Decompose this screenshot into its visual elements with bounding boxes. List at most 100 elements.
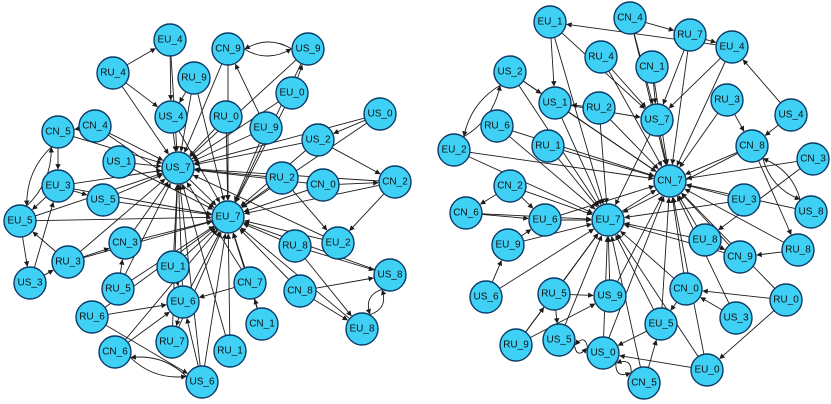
right-node-EU_1[interactable]: EU_1 [533,5,567,39]
right-edge-US_9-to-EU_7 [605,236,612,281]
right-node-CN_6[interactable]: CN_6 [449,196,483,230]
right-node-label-CN_5: CN_5 [631,378,657,389]
right-node-label-CN_3: CN_3 [800,154,826,165]
right-node-CN_3[interactable]: CN_3 [796,142,830,176]
right-node-CN_8[interactable]: CN_8 [735,129,769,163]
left-node-EU_7[interactable]: EU_7 [211,200,245,234]
right-node-RU_5[interactable]: RU_5 [537,277,571,311]
left-node-circle-US_8 [373,258,407,292]
left-node-RU_2[interactable]: RU_2 [265,161,299,195]
left-node-CN_4[interactable]: CN_4 [78,109,112,143]
right-node-EU_3[interactable]: EU_3 [727,183,761,217]
left-node-CN_6[interactable]: CN_6 [98,335,132,369]
left-node-CN_0[interactable]: CN_0 [306,168,340,202]
right-node-US_0[interactable]: US_0 [586,336,620,370]
left-node-EU_1[interactable]: EU_1 [156,250,190,284]
right-node-RU_4[interactable]: RU_4 [584,40,618,74]
right-node-EU_4[interactable]: EU_4 [715,30,749,64]
left-node-CN_3[interactable]: CN_3 [108,226,142,260]
left-node-EU_3[interactable]: EU_3 [41,169,75,203]
left-node-RU_4[interactable]: RU_4 [96,56,130,90]
right-node-EU_2[interactable]: EU_2 [437,133,471,167]
left-node-RU_8[interactable]: RU_8 [278,229,312,263]
left-node-RU_9[interactable]: RU_9 [177,61,211,95]
right-node-US_4[interactable]: US_4 [774,98,808,132]
right-node-EU_7[interactable]: EU_7 [591,203,625,237]
left-node-RU_5[interactable]: RU_5 [101,272,135,306]
left-node-RU_0[interactable]: RU_0 [209,100,243,134]
left-node-CN_5[interactable]: CN_5 [41,115,75,149]
right-node-EU_0[interactable]: EU_0 [690,353,724,387]
left-node-CN_8[interactable]: CN_8 [283,274,317,308]
right-node-CN_0[interactable]: CN_0 [669,272,703,306]
left-node-label-RU_9: RU_9 [181,73,207,84]
right-node-RU_2[interactable]: RU_2 [582,91,616,125]
left-edge-US_5-to-US_7 [117,174,163,195]
right-node-RU_8[interactable]: RU_8 [781,233,815,267]
right-edge-RU_6-to-EU_7 [508,135,596,210]
left-node-EU_5[interactable]: EU_5 [3,204,37,238]
right-node-EU_8[interactable]: EU_8 [688,223,722,257]
left-node-US_9[interactable]: US_9 [291,32,325,66]
left-node-EU_2[interactable]: EU_2 [321,226,355,260]
right-node-EU_5[interactable]: EU_5 [644,307,678,341]
right-node-US_8[interactable]: US_8 [794,195,828,229]
right-node-CN_5[interactable]: CN_5 [627,366,661,400]
left-node-circle-CN_3 [108,226,142,260]
left-edge-CN_0-to-EU_7 [243,189,308,213]
right-node-label-US_4: US_4 [778,110,803,121]
right-node-RU_6[interactable]: RU_6 [480,109,514,143]
right-node-circle-US_7 [640,103,674,137]
left-node-US_5[interactable]: US_5 [86,183,120,217]
left-node-US_3[interactable]: US_3 [13,266,47,300]
right-node-US_3[interactable]: US_3 [719,301,753,335]
right-node-CN_9[interactable]: CN_9 [723,240,757,274]
left-node-EU_8[interactable]: EU_8 [345,312,379,346]
left-edge-US_8-to-EU_8 [365,288,383,315]
left-node-CN_7[interactable]: CN_7 [233,266,267,300]
right-node-US_1[interactable]: US_1 [538,86,572,120]
right-node-US_9[interactable]: US_9 [593,279,627,313]
left-node-EU_4[interactable]: EU_4 [153,23,187,57]
left-node-US_4[interactable]: US_4 [154,100,188,134]
left-node-circle-RU_7 [155,325,189,359]
left-node-circle-EU_7 [211,200,245,234]
left-node-US_1[interactable]: US_1 [102,145,136,179]
left-node-US_7[interactable]: US_7 [161,151,195,185]
left-node-CN_1[interactable]: CN_1 [245,307,279,341]
left-node-circle-RU_5 [101,272,135,306]
left-node-US_2[interactable]: US_2 [301,123,335,157]
left-node-CN_9[interactable]: CN_9 [211,32,245,66]
right-node-CN_4[interactable]: CN_4 [613,1,647,35]
left-node-EU_6[interactable]: EU_6 [166,285,200,319]
left-node-RU_1[interactable]: RU_1 [213,334,247,368]
left-node-RU_6[interactable]: RU_6 [75,300,109,334]
right-node-CN_2[interactable]: CN_2 [493,169,527,203]
right-node-US_5[interactable]: US_5 [542,323,576,357]
right-node-EU_9[interactable]: EU_9 [491,228,525,262]
right-node-RU_1[interactable]: RU_1 [531,129,565,163]
right-node-RU_9[interactable]: RU_9 [499,328,533,362]
left-node-US_6[interactable]: US_6 [185,365,219,399]
right-node-RU_0[interactable]: RU_0 [769,283,803,317]
right-node-circle-CN_6 [449,196,483,230]
left-node-RU_3[interactable]: RU_3 [51,245,85,279]
left-node-RU_7[interactable]: RU_7 [155,325,189,359]
left-node-CN_2[interactable]: CN_2 [378,165,412,199]
left-node-EU_0[interactable]: EU_0 [275,76,309,110]
left-edge-RU_8-to-EU_8 [304,258,352,317]
right-node-CN_1[interactable]: CN_1 [635,50,669,84]
left-node-EU_9[interactable]: EU_9 [249,111,283,145]
right-node-RU_3[interactable]: RU_3 [710,83,744,117]
right-edge-US_4-to-EU_4 [742,59,781,104]
left-node-US_0[interactable]: US_0 [363,97,397,131]
right-node-US_7[interactable]: US_7 [640,103,674,137]
right-node-CN_7[interactable]: CN_7 [653,164,687,198]
right-node-RU_7[interactable]: RU_7 [673,18,707,52]
right-node-US_6[interactable]: US_6 [469,280,503,314]
right-edge-RU_8-to-CN_9 [756,251,783,258]
right-edge-US_0-to-CN_5 [615,362,631,378]
left-node-US_8[interactable]: US_8 [373,258,407,292]
right-node-US_2[interactable]: US_2 [493,55,527,89]
right-node-EU_6[interactable]: EU_6 [528,203,562,237]
